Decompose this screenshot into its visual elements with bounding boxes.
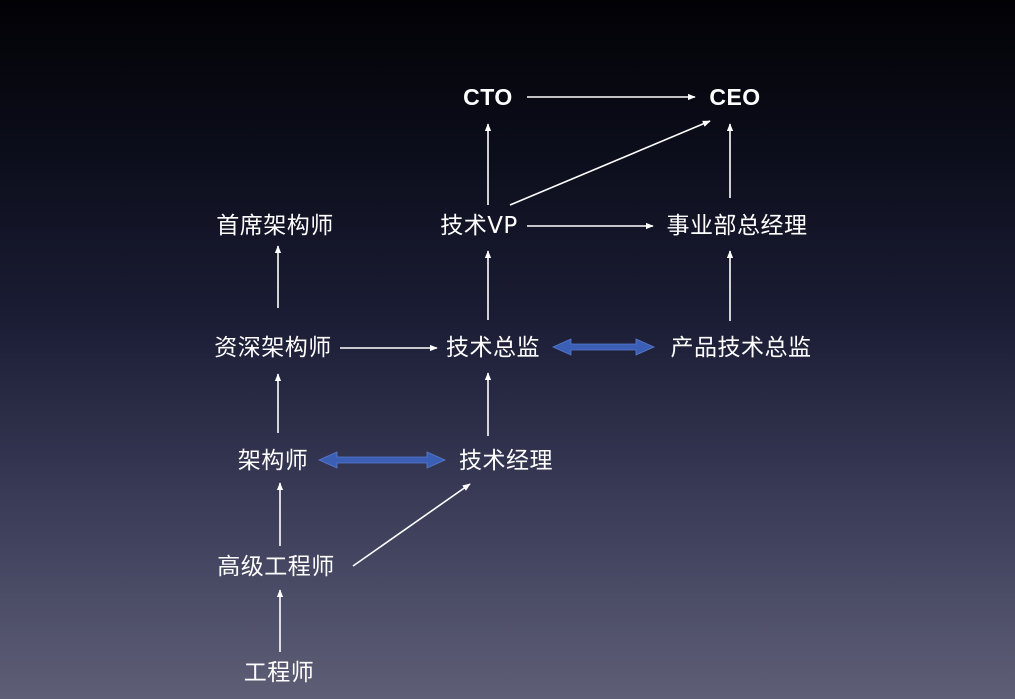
node-cto: CTO (463, 84, 513, 110)
node-engineer: 工程师 (243, 660, 315, 686)
node-bu-general-manager: 事业部总经理 (666, 213, 808, 239)
arrow-techvp-to-ceo (509, 120, 711, 206)
node-ceo: CEO (709, 84, 761, 110)
arrow-senioreng-to-techmgr (352, 483, 471, 567)
bidirectional-arrow-techdir-prodtechdir (552, 338, 655, 356)
node-product-tech-director: 产品技术总监 (670, 335, 812, 361)
node-tech-vp: 技术VP (440, 213, 518, 239)
node-senior-architect: 资深架构师 (214, 335, 332, 361)
node-tech-director: 技术总监 (446, 335, 540, 361)
node-tech-manager: 技术经理 (459, 448, 553, 474)
bidirectional-arrow-architect-techmgr (318, 451, 446, 469)
node-chief-architect: 首席架构师 (216, 213, 334, 239)
node-architect: 架构师 (237, 448, 309, 474)
node-senior-engineer: 高级工程师 (217, 554, 335, 580)
